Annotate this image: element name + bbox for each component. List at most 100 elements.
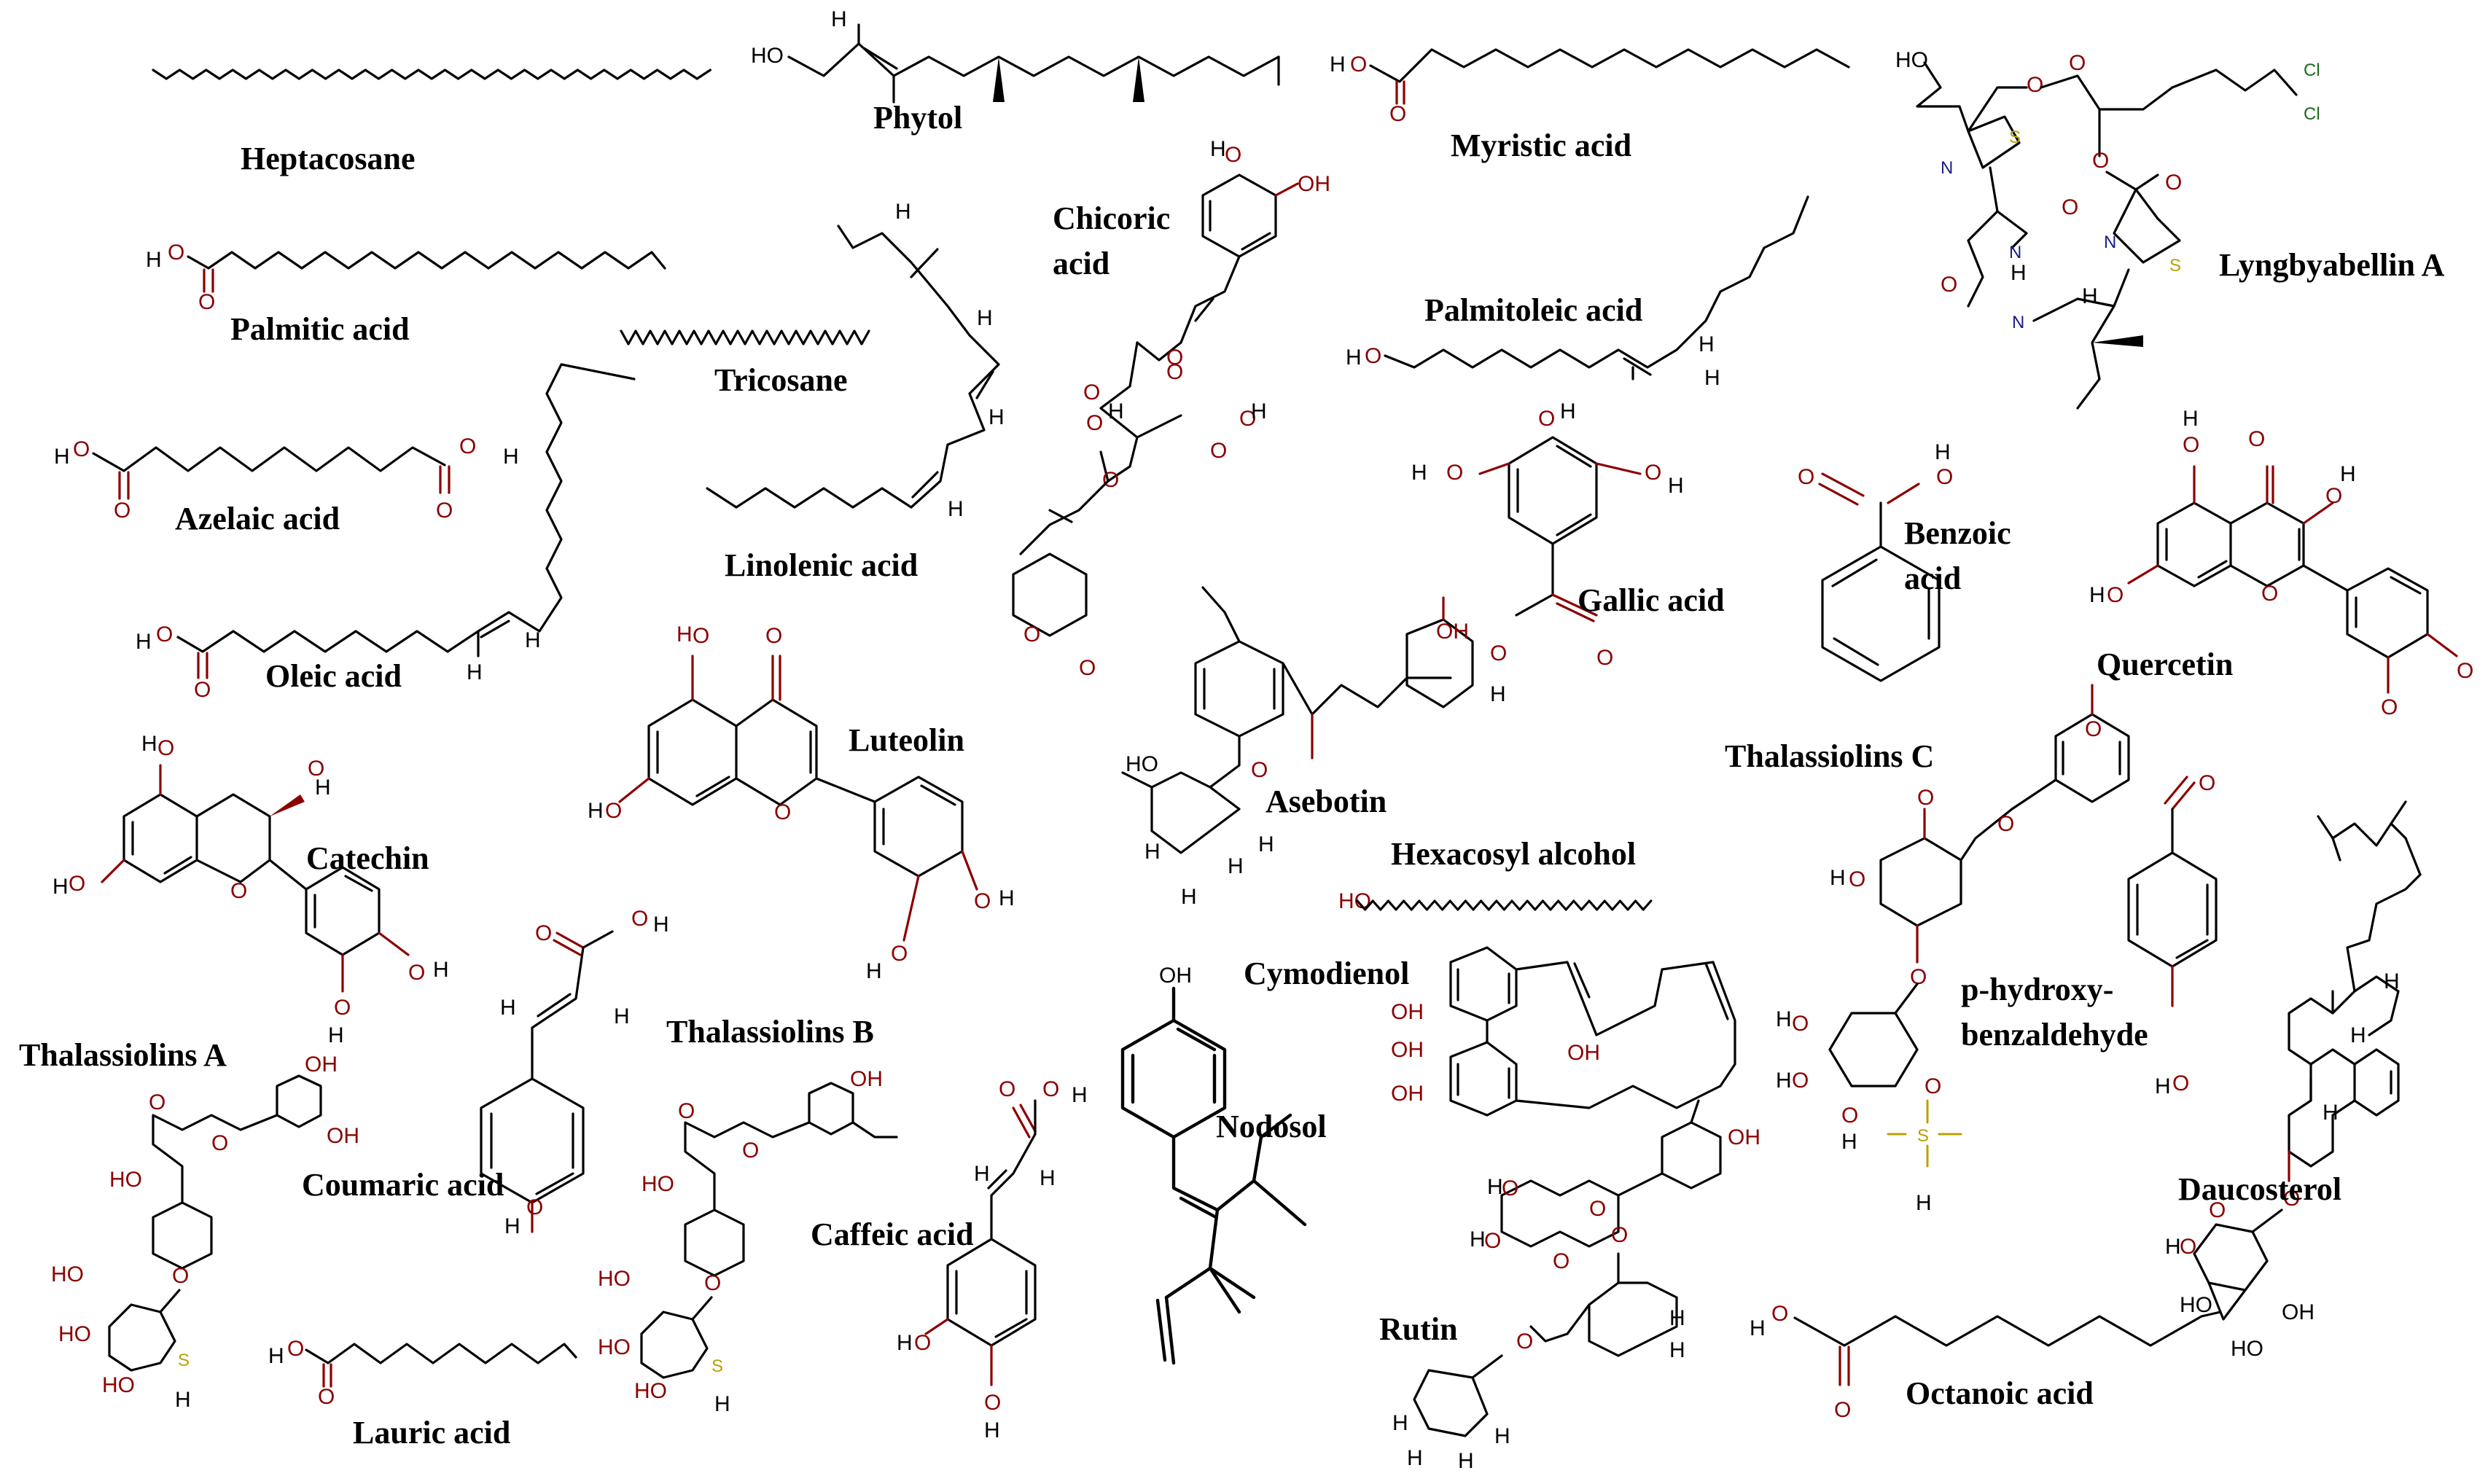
atom-label: H (2350, 1023, 2366, 1047)
atom-label: S (2169, 256, 2181, 276)
structure-caffeic-acid: O O H H H H O O H (897, 1077, 1088, 1442)
atom-label: O (1166, 345, 1183, 370)
atom-label: H (831, 7, 847, 31)
structure-hexacosyl-alcohol: HO (1338, 889, 1653, 913)
label-oleic-acid: Oleic acid (265, 658, 402, 694)
label-linolenic-acid: Linolenic acid (725, 547, 918, 583)
atom-label: H (1669, 1306, 1685, 1330)
atom-label: H (1916, 1191, 1932, 1215)
atom-label: O (1925, 1074, 1941, 1098)
atom-label: H (525, 628, 541, 652)
atom-label: H (1346, 345, 1362, 370)
atom-label: H (2323, 1101, 2339, 1125)
atom-label: O (1792, 1069, 1809, 1093)
atom-label: H (2165, 1235, 2181, 1259)
atom-label: O (1210, 439, 1227, 463)
atom-label: OH (1298, 172, 1330, 196)
atom-label: O (2062, 195, 2078, 219)
atom-label: O (73, 437, 90, 461)
atom-label: H (2183, 407, 2199, 431)
atom-label: S (178, 1351, 190, 1370)
atom-label: O (2092, 149, 2109, 173)
atom-label: O (891, 942, 908, 966)
atom-label: H (1144, 840, 1161, 864)
atom-label: H (2155, 1074, 2171, 1098)
atom-label: H (988, 405, 1005, 429)
atom-label: H (897, 1331, 913, 1355)
atom-label: H (1750, 1316, 1766, 1340)
structure-linolenic-acid: H H H H (706, 200, 1005, 521)
atom-label: O (2457, 659, 2473, 683)
structure-thalassiolins-a: OH OH O O HO O HO HO HO S H (51, 1053, 359, 1412)
atom-label: OH (1728, 1125, 1760, 1149)
atom-label: O (2183, 433, 2199, 457)
atom-label: H (1181, 885, 1197, 909)
atom-label: O (1083, 380, 1100, 405)
atom-label: H (1841, 1130, 1857, 1154)
label-rutin: Rutin (1379, 1311, 1458, 1347)
atom-label: OH (1567, 1041, 1600, 1065)
atom-label: H (977, 306, 993, 330)
atom-label: H (503, 445, 519, 469)
label-heptacosane: Heptacosane (241, 141, 416, 176)
atom-label: O (1166, 360, 1183, 384)
atom-label: O (318, 1385, 335, 1409)
atom-label: O (1798, 465, 1814, 489)
atom-label: H (1494, 1424, 1510, 1448)
atom-label: HO (102, 1373, 135, 1397)
atom-label: O (1771, 1302, 1788, 1326)
label-p-hydroxybenzaldehyde: p-hydroxy-benzaldehyde (1961, 972, 2148, 1053)
atom-label: Cl (2304, 104, 2320, 124)
atom-label: HO (598, 1267, 631, 1291)
atom-label: S (1917, 1126, 1929, 1146)
label-lauric-acid: Lauric acid (353, 1415, 510, 1450)
structure-azelaic-acid: H O O O O H (54, 434, 519, 523)
atom-label: O (287, 1337, 304, 1361)
atom-label: O (1589, 1197, 1606, 1221)
atom-label: HO (1895, 48, 1928, 72)
structure-thalassiolins-b: OH O O HO O HO HO HO S H (598, 1067, 898, 1416)
atom-label: H (1228, 854, 1244, 878)
label-phytol: Phytol (873, 100, 962, 136)
atom-label: OH (305, 1053, 338, 1077)
atom-label: O (459, 434, 476, 458)
atom-label: H (1935, 440, 1951, 464)
atom-label: O (308, 757, 324, 781)
atom-label: H (2082, 284, 2098, 308)
atom-label: O (704, 1271, 721, 1295)
atom-label: H (2340, 462, 2356, 486)
atom-label: O (198, 290, 215, 314)
atom-label: H (1830, 866, 1846, 890)
atom-label: H (1669, 1338, 1685, 1362)
atom-label: O (1086, 411, 1103, 435)
atom-label: O (149, 1090, 165, 1114)
atom-label: H (1411, 461, 1427, 485)
atom-label: O (436, 499, 453, 523)
structure-lyngbyabellin-a: HO S N O O Cl Cl O O S N O N H O N H (1895, 48, 2320, 410)
atom-label: O (2325, 484, 2342, 508)
atom-label: HO (2180, 1293, 2212, 1317)
structure-palmitoleic-acid: H O H H (1346, 195, 1809, 390)
atom-label: O (2248, 427, 2265, 451)
atom-label: O (1936, 465, 1953, 489)
atom-label: H (1251, 399, 1267, 423)
label-quercetin: Quercetin (2097, 647, 2233, 682)
structure-daucosterol: O O H O HO HO OH H H H (2165, 800, 2422, 1361)
atom-label: O (984, 1391, 1001, 1415)
atom-label: O (2199, 771, 2215, 795)
atom-label: O (1484, 1229, 1501, 1253)
atom-label: H (974, 1162, 990, 1186)
label-hexacosyl-alcohol: Hexacosyl alcohol (1391, 836, 1636, 872)
atom-label: OH (2282, 1300, 2315, 1324)
atom-label: H (315, 776, 331, 800)
structure-oleic-acid: H O O H H (136, 363, 636, 702)
atom-label: H (999, 886, 1015, 910)
atom-label: O (168, 241, 184, 265)
atom-label: H (948, 497, 964, 521)
atom-label: H (1258, 832, 1274, 856)
atom-label: O (156, 622, 173, 647)
atom-label: O (1910, 965, 1927, 989)
atom-label: H (1487, 1175, 1503, 1199)
atom-label: H (1470, 1227, 1486, 1251)
